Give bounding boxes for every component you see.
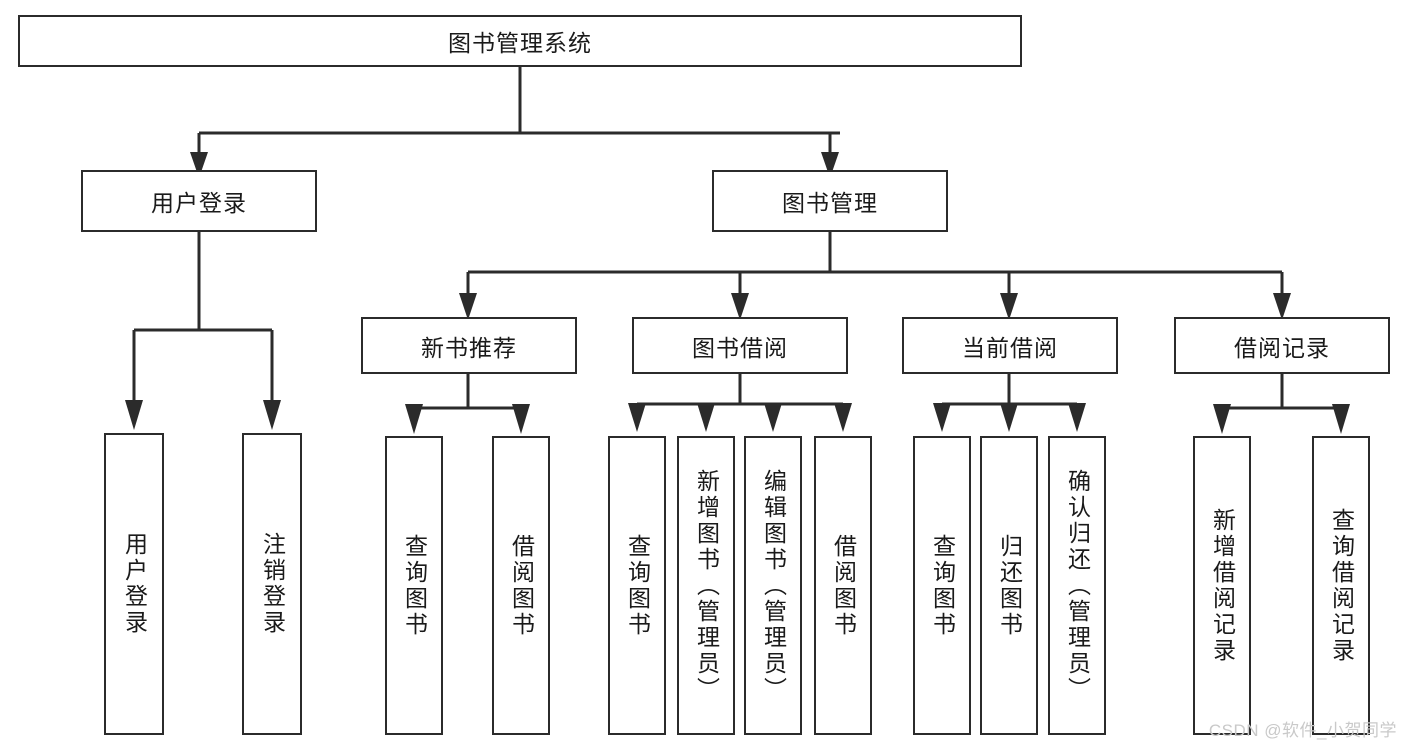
node-book-manage-label: 图书管理 [782, 190, 878, 216]
node-leaf-edit-book[interactable]: 编辑图书（管理员） [744, 436, 802, 735]
node-leaf-query-record-label: 查询借阅记录 [1328, 507, 1355, 664]
node-new-book-recommend-label: 新书推荐 [421, 334, 517, 361]
node-root[interactable]: 图书管理系统 [18, 15, 1022, 67]
node-leaf-borrow-book-1[interactable]: 借阅图书 [492, 436, 550, 735]
node-new-book-recommend[interactable]: 新书推荐 [361, 317, 577, 374]
node-leaf-user-login-label: 用户登录 [121, 532, 148, 636]
node-root-label: 图书管理系统 [448, 30, 592, 56]
node-leaf-return-book[interactable]: 归还图书 [980, 436, 1038, 735]
node-leaf-user-logout-label: 注销登录 [259, 532, 286, 636]
node-leaf-return-book-label: 归还图书 [996, 533, 1023, 638]
node-leaf-user-logout[interactable]: 注销登录 [242, 433, 302, 735]
node-leaf-confirm-return[interactable]: 确认归还（管理员） [1048, 436, 1106, 735]
node-leaf-borrow-book-1-label: 借阅图书 [508, 533, 535, 638]
node-leaf-borrow-book-2[interactable]: 借阅图书 [814, 436, 872, 735]
node-leaf-query-book-2[interactable]: 查询图书 [608, 436, 666, 735]
node-book-borrow-label: 图书借阅 [692, 334, 788, 361]
node-leaf-edit-book-label: 编辑图书（管理员） [760, 468, 787, 703]
node-leaf-add-record[interactable]: 新增借阅记录 [1193, 436, 1251, 735]
node-leaf-borrow-book-2-label: 借阅图书 [830, 533, 857, 638]
node-leaf-query-record[interactable]: 查询借阅记录 [1312, 436, 1370, 735]
node-leaf-query-book-1[interactable]: 查询图书 [385, 436, 443, 735]
node-leaf-query-book-1-label: 查询图书 [401, 533, 428, 638]
node-book-borrow[interactable]: 图书借阅 [632, 317, 848, 374]
node-book-manage[interactable]: 图书管理 [712, 170, 948, 232]
node-leaf-add-book[interactable]: 新增图书（管理员） [677, 436, 735, 735]
node-leaf-query-book-3[interactable]: 查询图书 [913, 436, 971, 735]
node-leaf-confirm-return-label: 确认归还（管理员） [1064, 468, 1091, 703]
node-leaf-add-record-label: 新增借阅记录 [1209, 507, 1236, 664]
node-current-borrow[interactable]: 当前借阅 [902, 317, 1118, 374]
csdn-watermark: CSDN @软件_小贺同学 [1208, 721, 1397, 740]
node-leaf-user-login[interactable]: 用户登录 [104, 433, 164, 735]
node-leaf-add-book-label: 新增图书（管理员） [693, 468, 720, 703]
node-user-login[interactable]: 用户登录 [81, 170, 317, 232]
node-borrow-record[interactable]: 借阅记录 [1174, 317, 1390, 374]
node-current-borrow-label: 当前借阅 [962, 334, 1058, 361]
node-borrow-record-label: 借阅记录 [1234, 334, 1330, 361]
node-leaf-query-book-2-label: 查询图书 [624, 533, 651, 638]
node-leaf-query-book-3-label: 查询图书 [929, 533, 956, 638]
node-user-login-label: 用户登录 [151, 190, 247, 216]
